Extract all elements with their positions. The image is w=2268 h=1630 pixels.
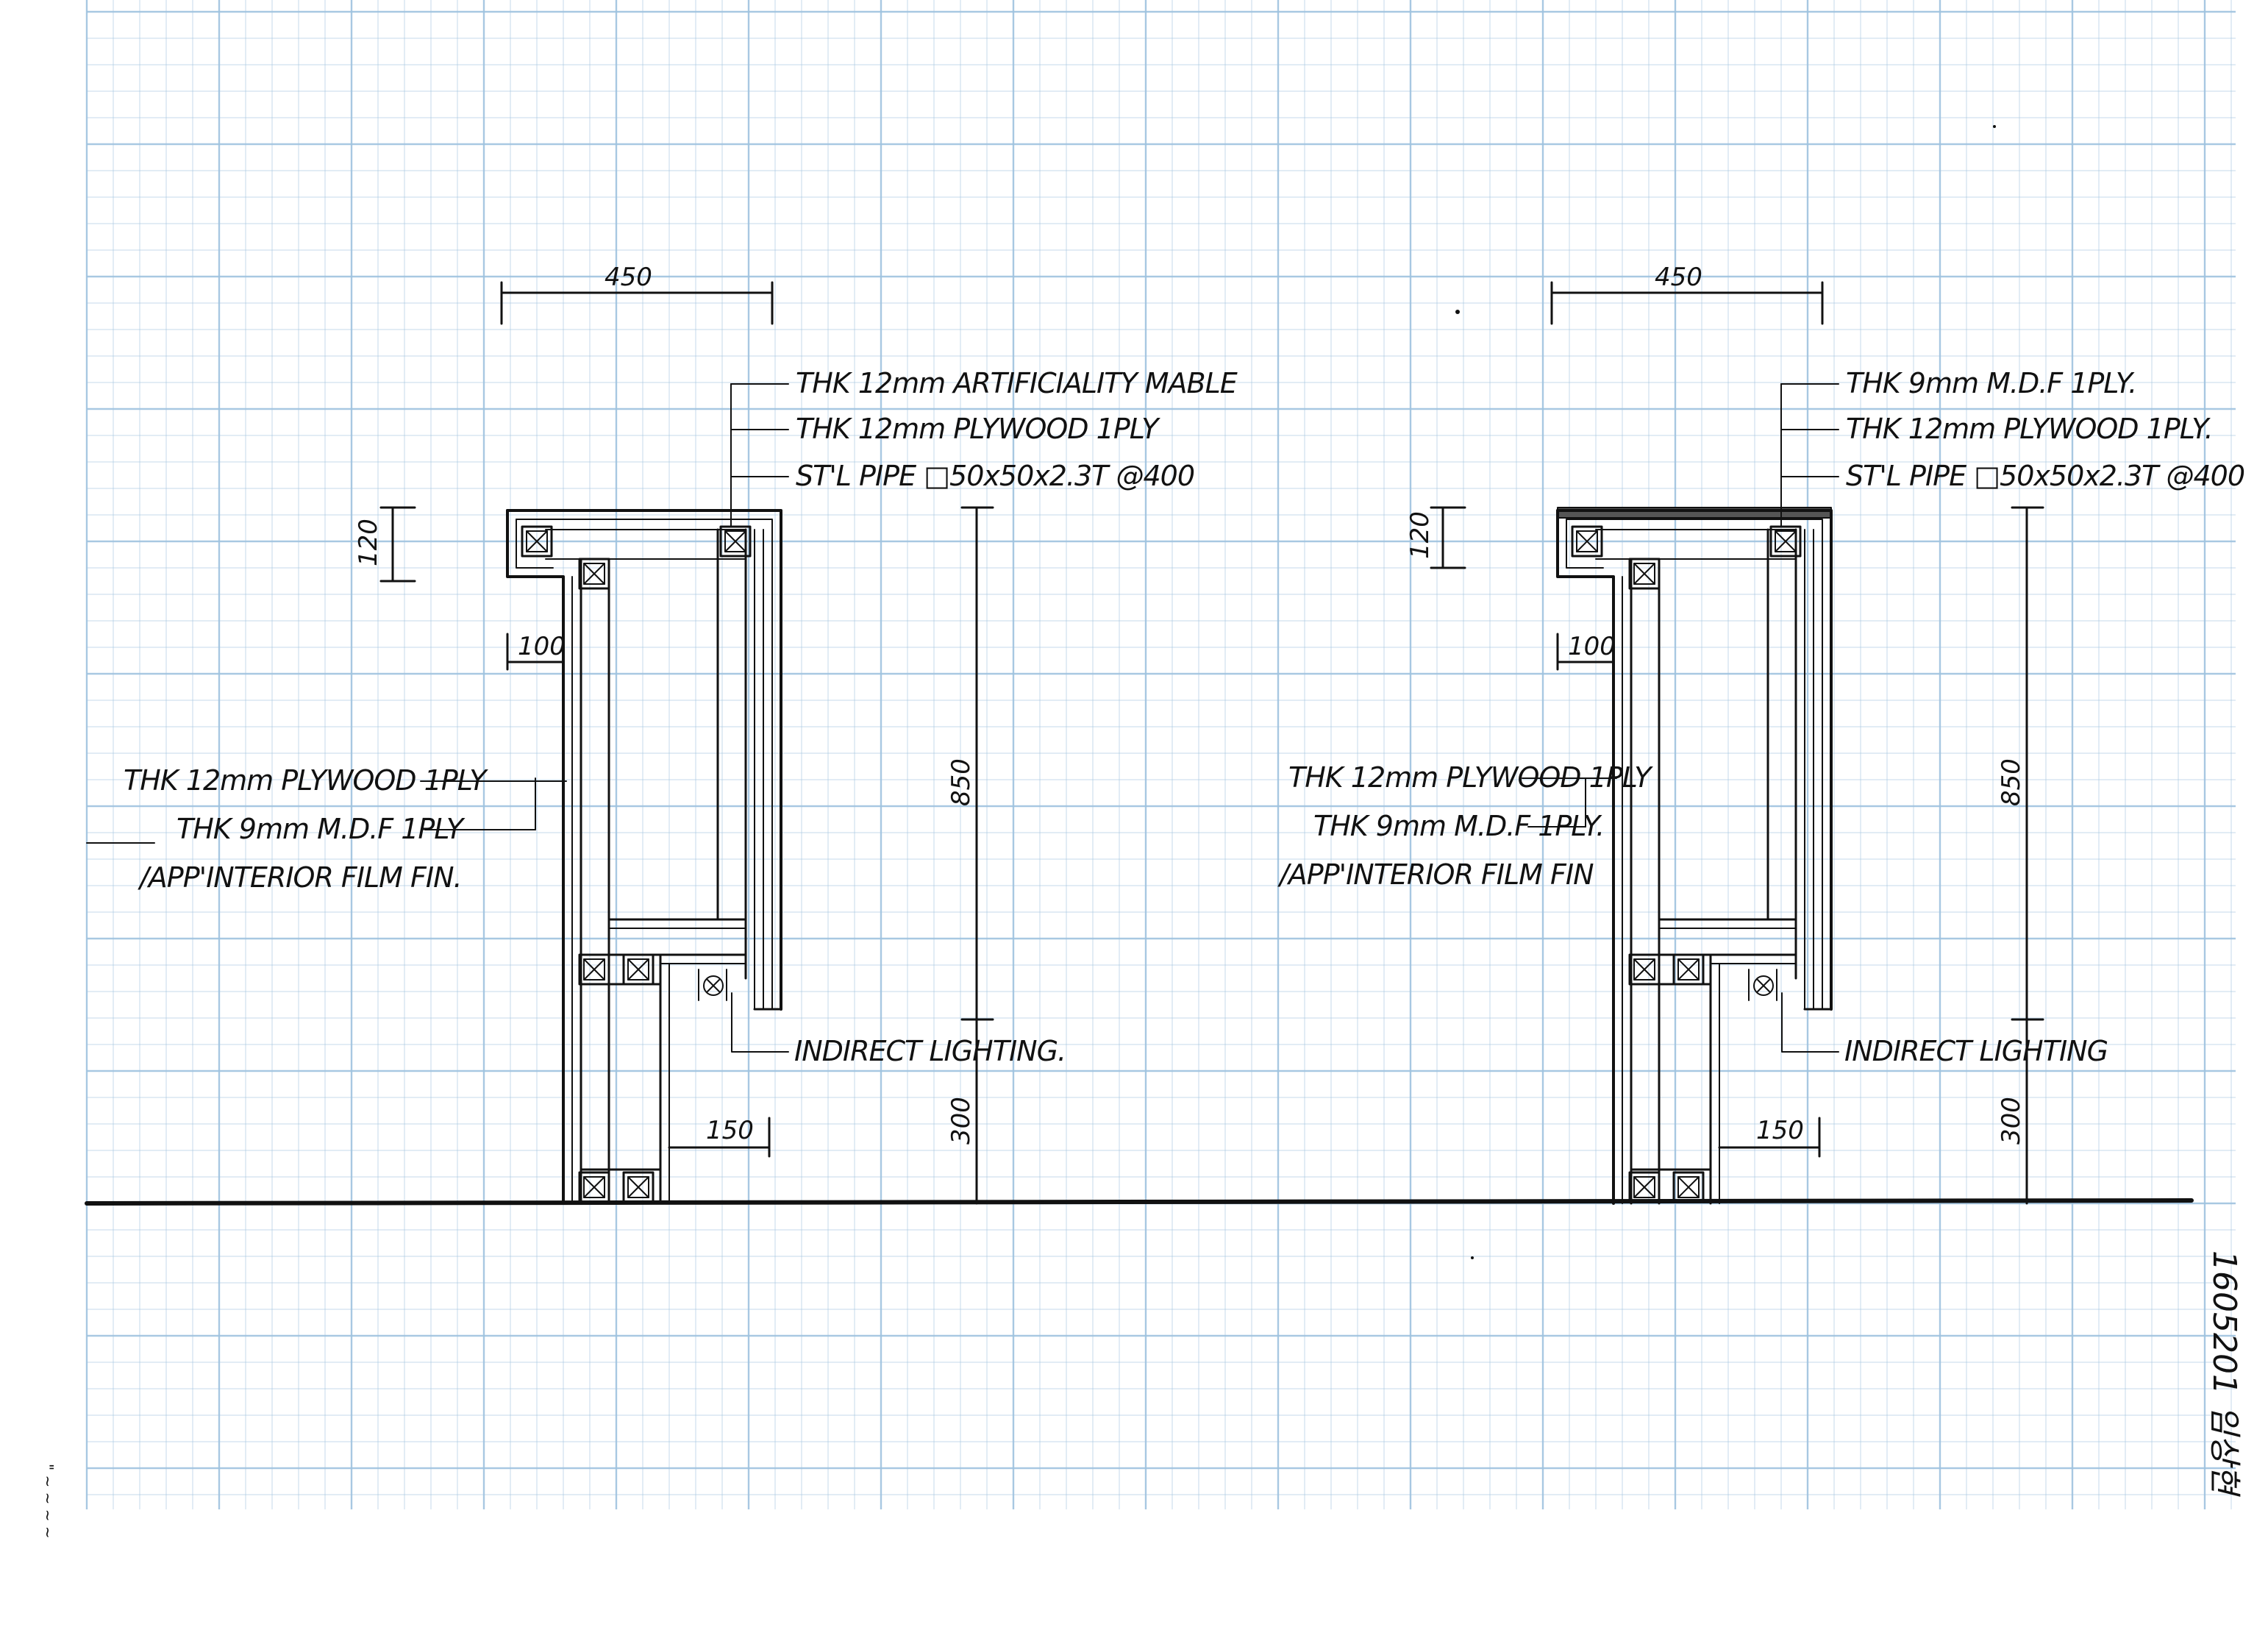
- left-overhang-dimension: 100: [518, 632, 566, 661]
- right-section-annotations: 450 THK 9mm M.D.F 1PLY. THK 12mm PLYWOOD…: [1277, 263, 2245, 1145]
- right-lighting-label: INDIRECT LIGHTING: [1844, 1035, 2108, 1067]
- floor-line: [85, 1198, 2194, 1206]
- left-top-label-3: ST'L PIPE □50x50x2.3T @400: [796, 460, 1194, 492]
- left-recess-dimension: 150: [706, 1116, 754, 1145]
- right-side-label-2: THK 9mm M.D.F 1PLY.: [1313, 810, 1604, 842]
- graph-grid: [85, 0, 2236, 1509]
- left-top-label-2: THK 12mm PLYWOOD 1PLY: [796, 413, 1160, 445]
- paper-speck: [1993, 125, 1996, 128]
- right-top-label-3: ST'L PIPE □50x50x2.3T @400: [1846, 460, 2244, 492]
- right-top-label-2: THK 12mm PLYWOOD 1PLY.: [1846, 413, 2213, 445]
- left-base-height-dimension: 300: [946, 1097, 976, 1145]
- left-lighting-label: INDIRECT LIGHTING.: [794, 1035, 1066, 1067]
- right-base-height-dimension: 300: [1997, 1097, 2026, 1145]
- right-side-label-3: /APP'INTERIOR FILM FIN: [1277, 858, 1594, 891]
- left-total-height-dimension: 850: [946, 758, 976, 806]
- right-top-height-dimension: 120: [1405, 511, 1435, 559]
- left-section-drawing: [86, 281, 994, 1205]
- left-top-height-dimension: 120: [354, 519, 383, 566]
- right-total-height-dimension: 850: [1997, 758, 2026, 806]
- left-width-dimension: 450: [605, 263, 652, 292]
- left-section-annotations: 450 THK 12mm ARTIFICIALITY MABLE THK 12m…: [124, 263, 1238, 1145]
- left-margin-marks: " ~ ~ ~ ~: [39, 1464, 57, 1539]
- paper-speck: [1455, 310, 1460, 314]
- right-recess-dimension: 150: [1756, 1116, 1804, 1145]
- right-width-dimension: 450: [1655, 263, 1702, 292]
- right-overhang-dimension: 100: [1568, 632, 1616, 661]
- left-side-label-1: THK 12mm PLYWOOD 1PLY: [124, 764, 488, 797]
- left-top-label-1: THK 12mm ARTIFICIALITY MABLE: [796, 367, 1238, 399]
- right-section-drawing: [1430, 281, 2044, 1205]
- left-side-label-2: THK 9mm M.D.F 1PLY: [176, 813, 466, 845]
- right-side-label-1: THK 12mm PLYWOOD 1PLY: [1288, 761, 1653, 794]
- left-side-label-3: /APP'INTERIOR FILM FIN.: [138, 861, 462, 894]
- paper-speck: [1471, 1256, 1474, 1259]
- signature: 1605201 임상현: [2205, 1250, 2243, 1498]
- right-top-label-1: THK 9mm M.D.F 1PLY.: [1846, 367, 2136, 399]
